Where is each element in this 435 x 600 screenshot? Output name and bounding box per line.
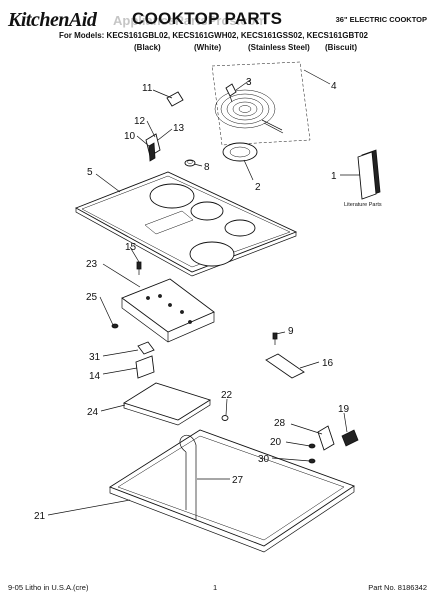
part-28-bracket: [317, 425, 335, 451]
callout-14: 14: [89, 371, 101, 382]
literature-parts-label: Literature Parts: [344, 202, 382, 208]
callout-20: 20: [270, 437, 282, 448]
page-title: COOKTOP PARTS: [132, 9, 283, 28]
callout-9: 9: [288, 326, 294, 337]
callout-3: 3: [246, 77, 252, 88]
part-23-control-box: [121, 278, 215, 343]
callout-19: 19: [338, 404, 350, 415]
callout-12: 12: [134, 116, 146, 127]
callout-1: 1: [331, 171, 337, 182]
part-3-clip: [225, 83, 237, 103]
part-14-terminal: [135, 355, 155, 379]
callout-13: 13: [173, 123, 185, 134]
callout-16: 16: [322, 358, 334, 369]
part-11-knob: [166, 91, 184, 107]
callout-27: 27: [232, 475, 244, 486]
footer-page-number: 1: [213, 583, 218, 592]
callout-11: 11: [142, 83, 153, 94]
brand-logo: KitchenAid: [8, 9, 97, 31]
callout-4: 4: [331, 81, 337, 92]
callout-numbers: 3 4 2 11 12 10 13 8 1 5 15 23 25 31 14 2…: [34, 77, 382, 522]
finish-white: (White): [194, 43, 222, 52]
part-4-surface-element-group: [211, 61, 311, 146]
callout-30: 30: [258, 454, 270, 465]
callout-28: 28: [274, 418, 286, 429]
part-21-bottom-pan: [109, 429, 355, 553]
finish-stainless: (Stainless Steel): [248, 43, 310, 52]
part-1-literature: [357, 149, 381, 200]
part-24-tray: [122, 382, 212, 426]
callout-5: 5: [87, 167, 93, 178]
callout-10: 10: [124, 131, 136, 142]
part-16-bracket: [265, 353, 305, 379]
callout-31: 31: [89, 352, 101, 363]
part-25-screw: [111, 323, 119, 329]
part-22-plug: [221, 415, 229, 421]
part-19-terminal-block: [341, 429, 359, 447]
callout-24: 24: [87, 407, 99, 418]
part-2-drip-bowl: [222, 142, 258, 162]
callout-8: 8: [204, 162, 210, 173]
part-8-grommet: [184, 159, 196, 167]
page-subtitle: 36" ELECTRIC COOKTOP: [335, 15, 427, 24]
callout-23: 23: [86, 259, 98, 270]
part-31-block: [137, 341, 155, 355]
part-27-harness: [179, 434, 197, 520]
callout-25: 25: [86, 292, 98, 303]
models-line: For Models: KECS161GBL02, KECS161GWH02, …: [59, 31, 368, 40]
callout-22: 22: [221, 390, 233, 401]
leader-lines: [47, 69, 360, 516]
footer-part-number: Part No. 8186342: [368, 583, 427, 592]
part-15-screw: [136, 261, 142, 275]
part-5-cooktop: [74, 171, 298, 277]
callout-2: 2: [255, 182, 261, 193]
finish-black: (Black): [134, 43, 161, 52]
callout-15: 15: [125, 242, 137, 253]
part-12-switch: [145, 133, 161, 162]
part-9-screw: [272, 332, 278, 345]
footer-litho: 9-05 Litho in U.S.A.(cre): [8, 583, 89, 592]
finish-biscuit: (Biscuit): [325, 43, 357, 52]
callout-21: 21: [34, 511, 46, 522]
